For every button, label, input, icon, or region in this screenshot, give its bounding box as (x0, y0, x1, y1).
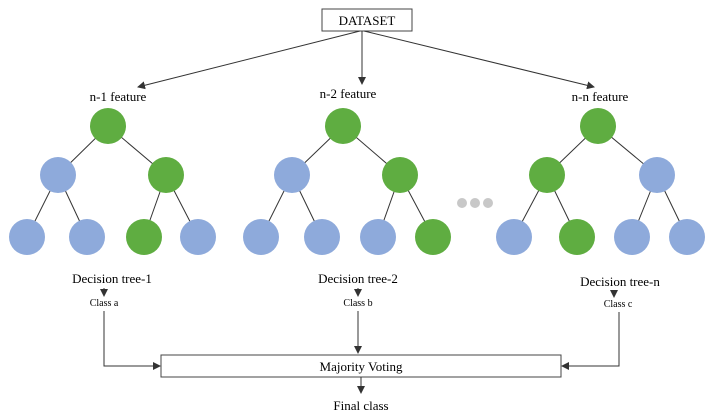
tree-node-blue (274, 157, 310, 193)
dataset-box (321, 8, 413, 32)
tree-node-green (415, 219, 451, 255)
decision-tree-n (496, 108, 705, 255)
feature-label-1: n-1 feature (90, 89, 147, 104)
class-label-1: Class a (90, 298, 119, 309)
ellipsis-dot (483, 198, 493, 208)
feature-label-n: n-n feature (572, 89, 629, 104)
class-label-2: Class b (343, 298, 372, 309)
ellipsis-dot (470, 198, 480, 208)
tree-node-green (148, 157, 184, 193)
tree-name-n: Decision tree-n (580, 274, 660, 289)
tree-node-blue (639, 157, 675, 193)
tree-node-blue (40, 157, 76, 193)
feature-label-2: n-2 feature (320, 86, 377, 101)
arrow-dataset-tree-n (363, 30, 595, 90)
tree-node-green (126, 219, 162, 255)
connector-class-a-voting (103, 311, 161, 370)
decision-tree-2 (243, 108, 451, 255)
tree-name-1: Decision tree-1 (72, 271, 152, 286)
tree-node-blue (243, 219, 279, 255)
arrow-dataset-tree-1 (137, 30, 361, 90)
tree-node-blue (9, 219, 45, 255)
tree-node-blue (69, 219, 105, 255)
tree-node-green (559, 219, 595, 255)
dataset-label: DATASET (339, 13, 396, 28)
tree-node-blue (614, 219, 650, 255)
tree-name-2: Decision tree-2 (318, 271, 398, 286)
tree-node-blue (496, 219, 532, 255)
tree-node-blue (360, 219, 396, 255)
decision-tree-1 (9, 108, 216, 255)
class-label-n: Class c (604, 299, 633, 310)
ellipsis-dot (457, 198, 467, 208)
tree-node-green (382, 157, 418, 193)
tree-node-green (580, 108, 616, 144)
tree-node-blue (304, 219, 340, 255)
final-class-label: Final class (333, 398, 388, 413)
tree-node-green (90, 108, 126, 144)
tree-node-blue (669, 219, 705, 255)
tree-node-blue (180, 219, 216, 255)
majority-voting-label: Majority Voting (320, 359, 403, 374)
connector-class-c-voting (561, 312, 620, 370)
tree-node-green (529, 157, 565, 193)
tree-node-green (325, 108, 361, 144)
